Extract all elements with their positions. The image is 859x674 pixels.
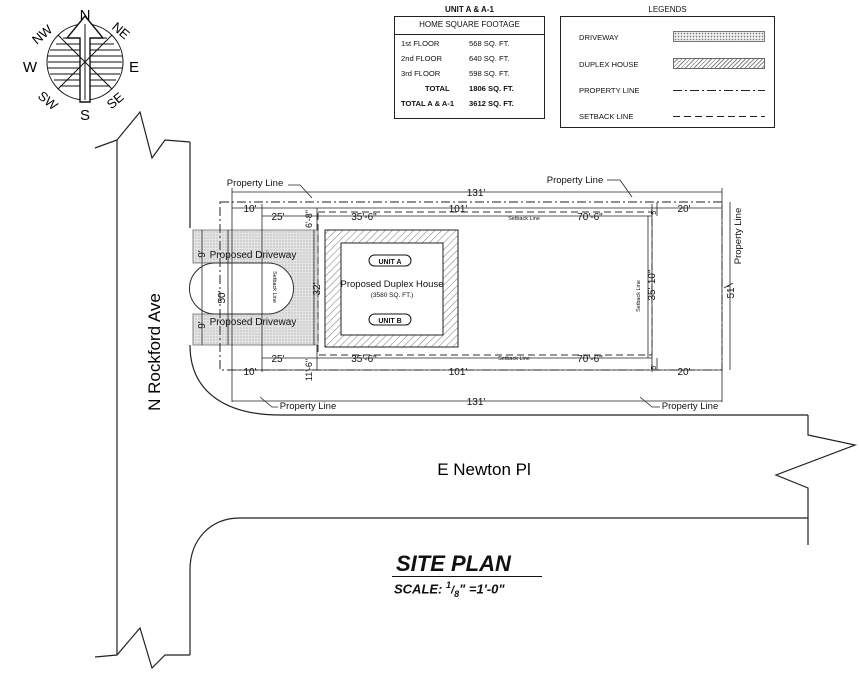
dim-35-10: 35'-10" [647, 269, 658, 300]
house-label: Proposed Duplex House [341, 279, 444, 290]
dim-11-6: 11'-6" [304, 359, 314, 381]
scale-fraction-numerator: 1 [446, 580, 452, 590]
legend-label-setback: SETBACK LINE [579, 112, 634, 121]
row-value: 640 SQ. FT. [469, 54, 510, 63]
scale-prefix: SCALE: [394, 581, 443, 597]
setback-line-label-top: Setback Line [508, 216, 540, 222]
compass-ne: NE [109, 19, 133, 42]
street-label-newton: E Newton Pl [437, 460, 531, 479]
hatch-swatch-icon [673, 58, 765, 69]
square-footage-title: UNIT A & A-1 [445, 5, 494, 14]
setback-line-swatch-icon [673, 116, 765, 117]
dim-25-top: 25' [271, 212, 284, 223]
legend: DRIVEWAY DUPLEX HOUSE PROPERTY LINE SETB… [560, 16, 775, 128]
dim-10-top: 10' [243, 204, 256, 215]
legend-label-property: PROPERTY LINE [579, 86, 640, 95]
compass-n: N [80, 7, 91, 24]
compass-sw: SW [35, 88, 61, 113]
property-line-swatch-icon [673, 90, 765, 91]
compass-w: W [23, 59, 38, 76]
row-label: 3rd FLOOR [401, 69, 441, 78]
driveway-label-top: Proposed Driveway [210, 250, 297, 261]
street-edges [94, 110, 858, 670]
driveway-swatch-icon [673, 31, 765, 42]
street-label-rockford: N Rockford Ave [145, 293, 164, 411]
dimension-lines [201, 179, 734, 408]
setback-line-label-left: Setback Line [271, 271, 277, 303]
row-label: 1st FLOOR [401, 39, 440, 48]
dim-5-bottom: 5' [651, 364, 658, 369]
dim-9-bottom: 9' [197, 321, 208, 329]
compass-e: E [129, 59, 139, 76]
dim-101-bottom: 101' [449, 367, 468, 378]
row-value: 1806 SQ. FT. [469, 84, 514, 93]
table-row: 2nd FLOOR 640 SQ. FT. [395, 50, 544, 65]
unit-b-label: UNIT B [378, 318, 401, 325]
row-label: TOTAL A & A-1 [401, 99, 455, 108]
square-footage-header: HOME SQUARE FOOTAGE [395, 17, 544, 35]
dim-5-top: 5' [651, 209, 658, 214]
compass-rose-icon [46, 14, 124, 103]
dim-25-bottom: 25' [271, 354, 284, 365]
property-line-label-bottom-right: Property Line [662, 401, 719, 412]
property-line-label-top-right: Property Line [547, 175, 604, 186]
dim-9-top: 9' [197, 250, 208, 258]
setback-line-label-bottom: Setback Line [498, 356, 530, 362]
dim-32: 32' [312, 282, 323, 295]
dim-35-6-bottom: 35'-6" [351, 354, 377, 365]
table-row: TOTAL A & A-1 3612 SQ. FT. [395, 95, 544, 110]
table-row: 3rd FLOOR 598 SQ. FT. [395, 65, 544, 80]
scale-note: SCALE: 1/8" =1'-0" [394, 580, 505, 599]
dim-lot-width: 51' [726, 285, 737, 298]
dim-101-top: 101' [449, 204, 468, 215]
dim-70-6-bottom: 70'-6" [577, 354, 603, 365]
dim-35-6-top: 35'-6" [351, 212, 377, 223]
square-footage-table: UNIT A & A-1 HOME SQUARE FOOTAGE 1st FLO… [394, 5, 545, 119]
property-line-label-top-left: Property Line [227, 178, 284, 189]
legend-label-duplex: DUPLEX HOUSE [579, 60, 639, 69]
dim-6-8: 6'-8" [304, 210, 314, 228]
table-row: TOTAL 1806 SQ. FT. [395, 80, 544, 95]
setback-line-label-right: Setback Line [636, 280, 642, 312]
row-label: 2nd FLOOR [401, 54, 442, 63]
title-block: SITE PLAN SCALE: 1/8" =1'-0" [392, 552, 542, 603]
dim-50: 50' [217, 290, 228, 303]
scale-fraction-denominator: 8 [454, 588, 460, 599]
legend-label-driveway: DRIVEWAY [579, 33, 619, 42]
driveway-label-bottom: Proposed Driveway [210, 317, 297, 328]
dim-10-bottom: 10' [243, 367, 256, 378]
property-line-label-right: Property Line [733, 208, 744, 265]
row-value: 598 SQ. FT. [469, 69, 510, 78]
setback-line [317, 211, 653, 356]
row-value: 3612 SQ. FT. [469, 99, 514, 108]
unit-a-label: UNIT A [378, 259, 401, 266]
compass-s: S [80, 107, 90, 124]
legend-title: LEGENDS [648, 5, 687, 14]
property-line-label-bottom-left: Property Line [280, 401, 337, 412]
row-label: TOTAL [425, 84, 450, 93]
scale-suffix: " =1'-0" [459, 581, 505, 597]
dim-lot-length-bottom: 131' [467, 397, 486, 408]
dim-lot-length-top: 131' [467, 188, 486, 199]
dim-20-top: 20' [677, 204, 690, 215]
unit-a-tag [368, 254, 412, 267]
row-value: 568 SQ. FT. [469, 39, 510, 48]
dim-20-bottom: 20' [677, 367, 690, 378]
house-sqft: (3580 SQ. FT.) [371, 292, 414, 299]
dim-70-6-top: 70'-6" [577, 212, 603, 223]
page-title: SITE PLAN [392, 552, 542, 577]
unit-b-tag [368, 313, 412, 326]
table-row: 1st FLOOR 568 SQ. FT. [395, 35, 544, 50]
